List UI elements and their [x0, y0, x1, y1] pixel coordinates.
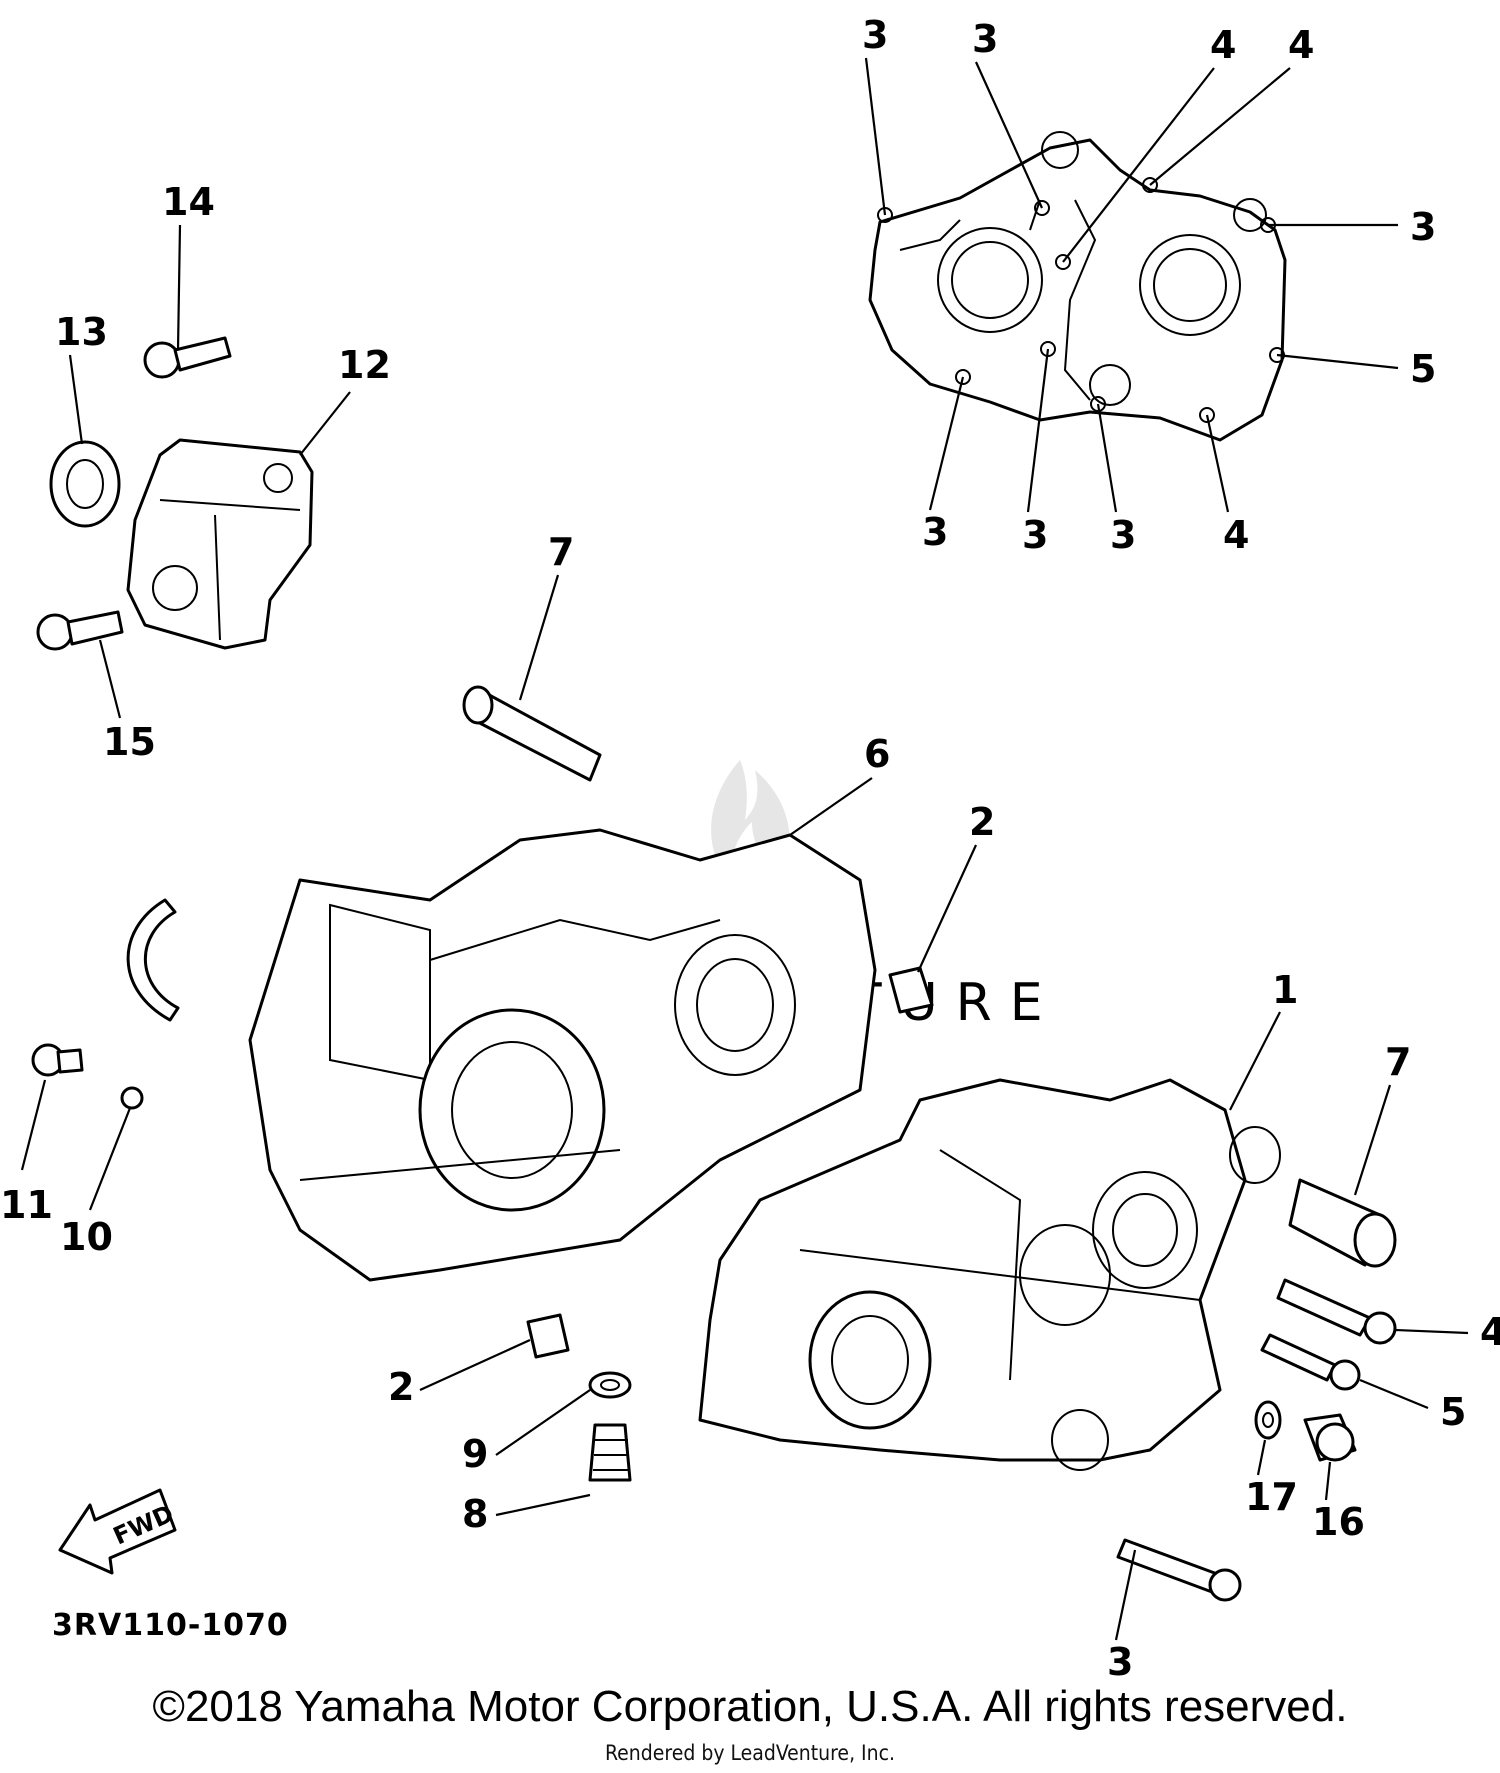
leader-line-c12 [299, 391, 351, 456]
dowel-2-lower [526, 1313, 570, 1359]
bolt-3-bottom [1116, 1538, 1242, 1602]
callout-c17: 17 [1245, 1475, 1298, 1519]
callout-c14: 14 [162, 180, 215, 224]
dowel-pin-7-upper [462, 685, 602, 782]
bolt-5 [1260, 1333, 1361, 1391]
callout-c12: 12 [338, 343, 391, 387]
callout-c4a: 4 [1210, 23, 1236, 67]
crankcase-1 [698, 1078, 1281, 1471]
callout-c4b: 4 [1288, 23, 1314, 67]
leader-line-c16 [1324, 1461, 1332, 1501]
leader-line-c17 [1256, 1439, 1267, 1476]
callout-c7b: 7 [1385, 1040, 1411, 1084]
retainer-clip [126, 898, 180, 1022]
callout-c16: 16 [1312, 1500, 1365, 1544]
leader-line-c13 [68, 354, 84, 445]
callout-c10: 10 [60, 1215, 113, 1259]
callout-c9: 9 [462, 1432, 488, 1476]
callout-c8: 8 [462, 1492, 488, 1536]
copyright-notice: ©2018 Yamaha Motor Corporation, U.S.A. A… [152, 1682, 1348, 1731]
bolt-11 [31, 1043, 84, 1077]
callout-c11: 11 [0, 1183, 53, 1227]
screw-14 [143, 336, 232, 379]
callout-c6: 6 [864, 732, 890, 776]
oil-pump-cover [126, 438, 314, 650]
callout-c3g: 3 [1107, 1640, 1133, 1684]
leader-line-c11 [20, 1079, 47, 1171]
callout-c3a: 3 [862, 13, 888, 57]
oil-seal-13 [49, 440, 121, 528]
rendered-by-credit: Rendered by LeadVenture, Inc. [605, 1741, 895, 1765]
bolt-hole-markers [877, 177, 1285, 423]
bolt-4 [1276, 1278, 1397, 1345]
callout-c13: 13 [55, 310, 108, 354]
leader-line-c10 [88, 1107, 132, 1211]
dowel-pin-7-right [1288, 1178, 1397, 1268]
callout-c3e: 3 [1022, 513, 1048, 557]
leader-line-c2a [916, 844, 978, 973]
dowel-2-upper [888, 966, 934, 1014]
callout-c7a: 7 [548, 530, 574, 574]
leader-line-c3a [864, 57, 887, 216]
leader-line-c7b [1353, 1084, 1392, 1196]
fwd-arrow: FWD [58, 1488, 178, 1575]
callout-c5b: 5 [1440, 1390, 1466, 1434]
callout-c3c: 3 [1410, 205, 1436, 249]
washer-10 [120, 1086, 144, 1110]
drain-plug-8 [588, 1423, 632, 1482]
callout-c4d: 4 [1480, 1310, 1500, 1354]
fwd-arrow-icon [58, 1488, 177, 1575]
leader-line-c4a [1062, 67, 1215, 263]
callout-c3d: 3 [922, 510, 948, 554]
leader-line-c7a [518, 574, 560, 701]
leader-line-c14 [176, 224, 182, 351]
leader-line-c3e [1026, 348, 1050, 513]
leader-line-c4c [1205, 414, 1230, 513]
leader-line-c8 [495, 1493, 591, 1517]
leader-line-c3g [1114, 1549, 1137, 1641]
leader-lines [20, 57, 1469, 1641]
callout-c5a: 5 [1410, 347, 1436, 391]
leader-line-c4b [1149, 67, 1291, 186]
callout-c2a: 2 [969, 800, 995, 844]
leader-line-c15 [98, 639, 122, 719]
callout-c1: 1 [1272, 968, 1298, 1012]
leader-line-c3f [1096, 403, 1118, 513]
leader-line-c3d [928, 376, 965, 511]
washer-17 [1254, 1400, 1282, 1440]
leader-line-c2b [419, 1338, 531, 1392]
leader-line-c3b [974, 61, 1044, 209]
diagram-code: 3RV110-1070 [52, 1608, 289, 1643]
leader-line-c5a [1276, 353, 1399, 370]
callout-c15: 15 [103, 720, 156, 764]
washer-9 [588, 1371, 632, 1399]
crankcase-top-view [868, 131, 1287, 442]
leader-line-c9 [495, 1389, 591, 1456]
leader-line-c6 [789, 777, 873, 836]
leader-line-c5b [1359, 1378, 1429, 1410]
crankcase-6 [248, 828, 877, 1282]
callout-c4c: 4 [1223, 513, 1249, 557]
plug-16 [1303, 1413, 1357, 1462]
callout-c3b: 3 [972, 17, 998, 61]
leader-line-c1 [1229, 1011, 1281, 1111]
leader-line-c4d [1394, 1328, 1469, 1335]
callout-c3f: 3 [1110, 513, 1136, 557]
callout-c2b: 2 [388, 1365, 414, 1409]
screw-15 [36, 610, 124, 651]
